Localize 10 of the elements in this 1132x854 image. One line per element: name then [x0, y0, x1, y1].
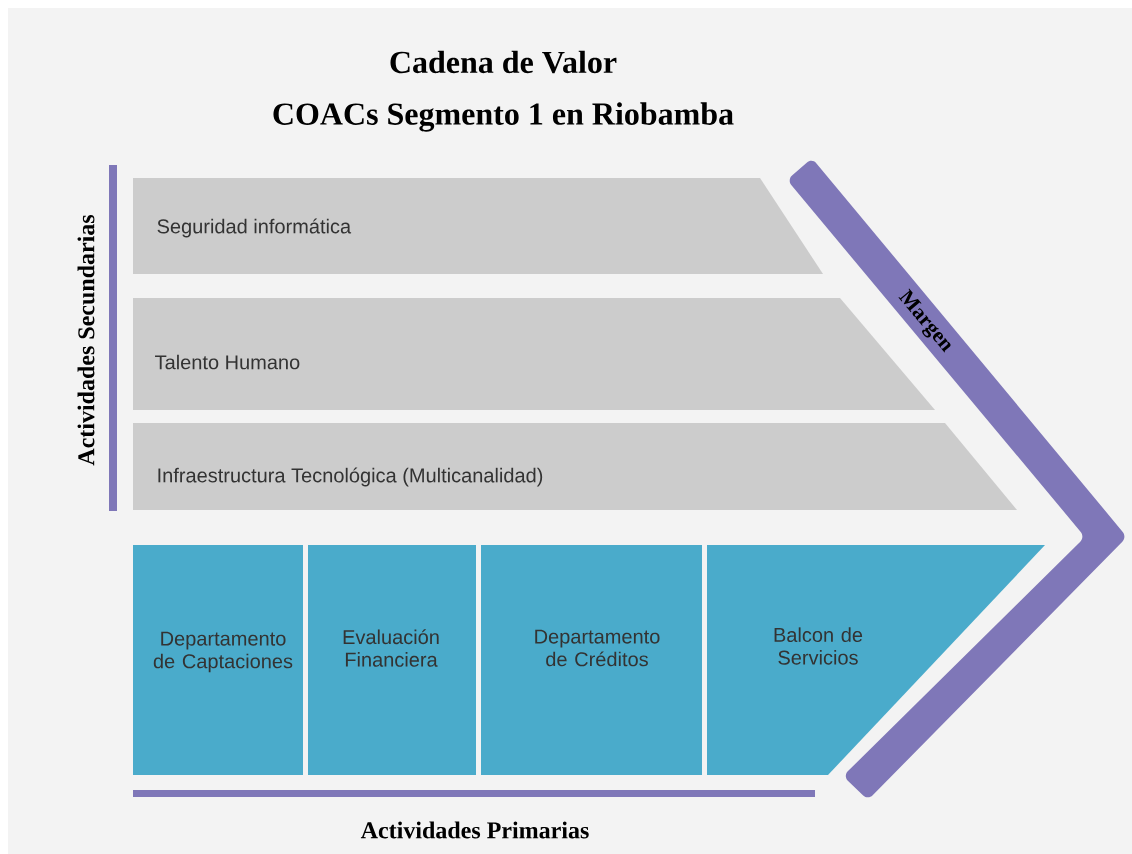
activity-box: Departamento de Créditos: [481, 545, 702, 775]
activity-box: Departamento de Captaciones: [133, 545, 303, 775]
activity-box: Balcon de Servicios: [707, 545, 1045, 775]
activity-band: Seguridad informática: [133, 178, 823, 274]
title: Cadena de Valor: [390, 50, 617, 74]
axis-label: Actividades Primarias: [360, 821, 589, 839]
activity-box: Evaluación Financiera: [308, 545, 476, 775]
heading: COACs Segmento 1 en Riobamba: [273, 102, 734, 132]
axis-label: Actividades Secundarias: [77, 214, 95, 466]
activity-band: Infraestructura Tecnológica (Multicanalidad): [133, 423, 1017, 510]
